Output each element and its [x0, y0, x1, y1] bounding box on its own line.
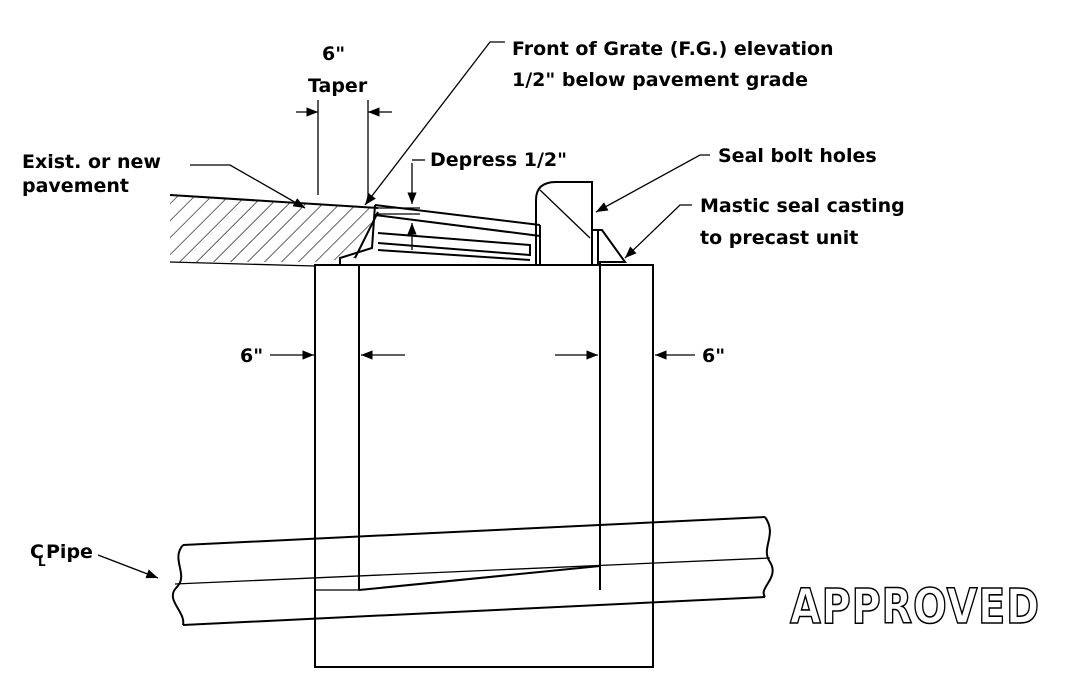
pipe-prefix: C: [30, 541, 44, 563]
depress-text: Depress 1/2": [430, 149, 567, 171]
front-grate-line1: Front of Grate (F.G.) elevation: [512, 38, 834, 60]
wall-right-text: 6": [702, 345, 725, 367]
pavement: [169, 194, 379, 267]
pipe-label-text: Pipe: [46, 541, 93, 563]
depress-dimension: Depress 1/2": [378, 149, 567, 250]
grate-casting: [339, 181, 627, 265]
taper-dim-text: 6": [322, 43, 345, 65]
seal-bolt-text: Seal bolt holes: [718, 145, 877, 167]
pipe: [171, 516, 774, 626]
pavement-line1: Exist. or new: [22, 151, 161, 173]
mastic-callout: Mastic seal casting to precast unit: [624, 195, 905, 259]
left-wall-dimension: 6": [240, 345, 405, 367]
front-of-grate-callout: Front of Grate (F.G.) elevation 1/2" bel…: [364, 38, 834, 206]
pipe-sub: L: [38, 555, 46, 569]
pavement-line2: pavement: [22, 175, 129, 197]
right-wall-dimension: 6": [555, 345, 725, 367]
mastic-line1: Mastic seal casting: [700, 195, 905, 217]
wall-left-text: 6": [240, 345, 263, 367]
front-grate-line2: 1/2" below pavement grade: [512, 69, 808, 91]
pipe-centerline: [174, 557, 771, 585]
mastic-line2: to precast unit: [700, 227, 858, 249]
approved-stamp: APPROVED: [790, 579, 1040, 635]
taper-word-text: Taper: [308, 75, 368, 97]
pipe-callout: C L Pipe: [30, 541, 159, 579]
taper-dimension: 6" Taper: [296, 43, 392, 200]
seal-bolt-callout: Seal bolt holes: [595, 145, 877, 213]
pavement-callout: Exist. or new pavement: [22, 151, 306, 209]
precast-unit: [314, 264, 654, 668]
